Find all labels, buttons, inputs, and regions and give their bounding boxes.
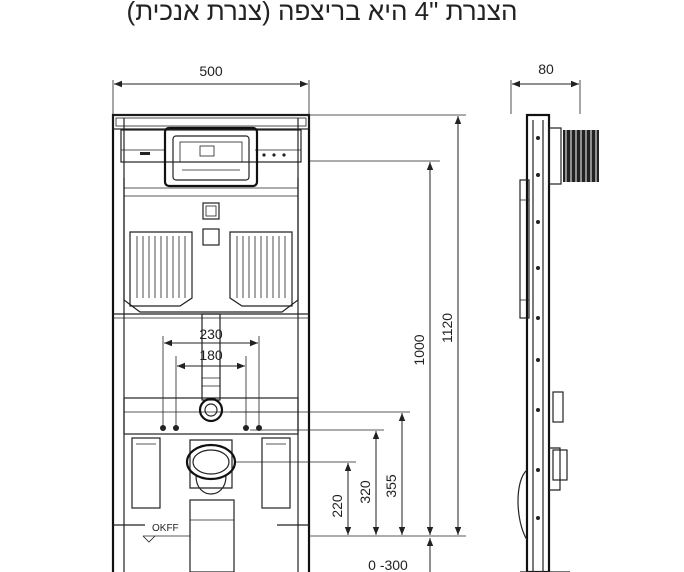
left-ribs bbox=[136, 236, 186, 298]
dimension-height-total: 1120 bbox=[439, 313, 455, 343]
dimension-spacing-180: 180 bbox=[199, 347, 223, 363]
dimension-width: 500 bbox=[199, 63, 223, 79]
dimension-floor-adjust: 0 -300 bbox=[368, 557, 408, 572]
corrugated-pipe bbox=[563, 130, 599, 182]
side-view bbox=[517, 113, 599, 572]
page-title: הצנרת "4 היא בריצפה (צנרת אנכית) bbox=[127, 0, 518, 26]
front-view bbox=[111, 113, 311, 572]
dimension-depth: 80 bbox=[538, 61, 554, 77]
dimension-220: 220 bbox=[329, 494, 345, 518]
floor-reference-label: OKFF bbox=[152, 523, 179, 534]
dimension-height-frame: 1000 bbox=[411, 334, 427, 365]
dimension-spacing-230: 230 bbox=[199, 326, 223, 342]
right-ribs bbox=[236, 236, 286, 298]
dimension-320: 320 bbox=[357, 480, 373, 504]
dimension-355: 355 bbox=[383, 474, 399, 498]
